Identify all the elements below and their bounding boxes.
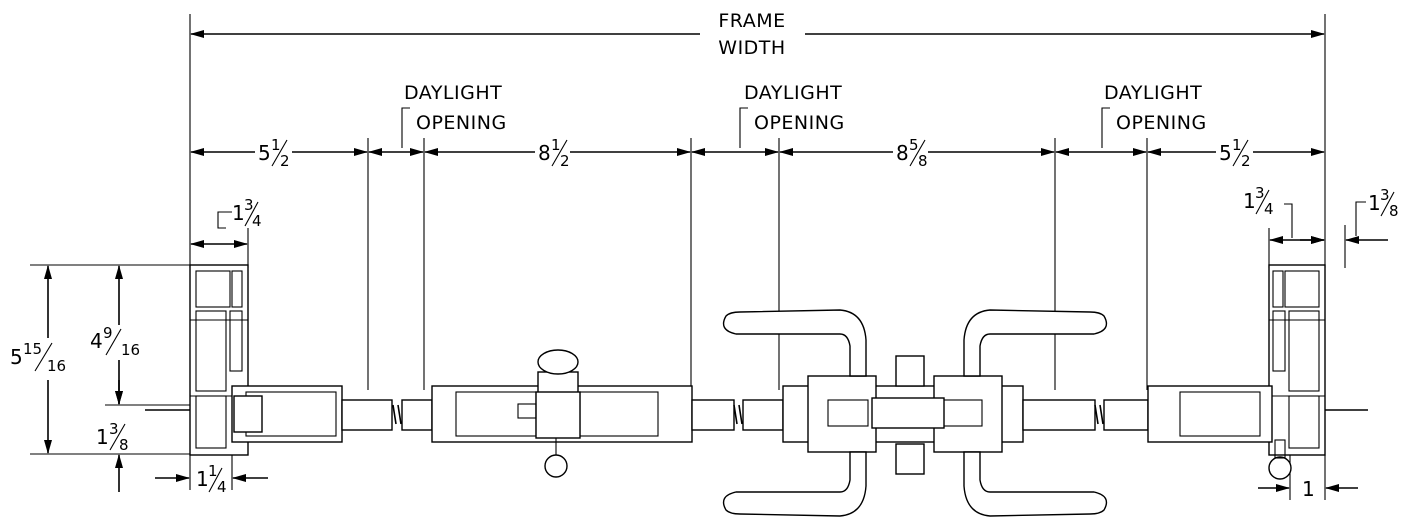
svg-text:DAYLIGHT: DAYLIGHT bbox=[1104, 82, 1202, 104]
svg-text:3: 3 bbox=[109, 420, 119, 438]
dim-right-1-3-4: 1 3 4 bbox=[1243, 184, 1325, 244]
svg-text:4: 4 bbox=[90, 329, 103, 353]
svg-text:5: 5 bbox=[10, 345, 23, 369]
svg-text:3: 3 bbox=[1380, 186, 1390, 204]
svg-text:3: 3 bbox=[1255, 184, 1265, 202]
svg-text:5: 5 bbox=[1219, 141, 1232, 165]
svg-text:1: 1 bbox=[1232, 136, 1242, 154]
daylight-opening-label-right: DAYLIGHT OPENING bbox=[1101, 82, 1207, 148]
svg-text:2: 2 bbox=[1241, 152, 1251, 170]
svg-text:OPENING: OPENING bbox=[754, 112, 845, 134]
dim-mid-8-1-2: 8 1 2 bbox=[538, 136, 570, 170]
dim-mid-8-5-8: 8 5 8 bbox=[896, 136, 928, 170]
dim-left-1-3-4: 1 3 4 bbox=[190, 196, 262, 248]
daylight-opening-label-middle: DAYLIGHT OPENING bbox=[739, 82, 845, 148]
door-profiles bbox=[231, 349, 1273, 478]
frame-width-dimension: FRAME WIDTH bbox=[190, 10, 1325, 59]
dim-right-5-1-2: 5 1 2 bbox=[1219, 136, 1251, 170]
svg-text:1: 1 bbox=[1368, 191, 1381, 215]
svg-text:3: 3 bbox=[244, 196, 254, 214]
svg-text:1: 1 bbox=[1243, 189, 1256, 213]
svg-text:1: 1 bbox=[96, 425, 109, 449]
svg-text:1: 1 bbox=[232, 201, 245, 225]
svg-text:OPENING: OPENING bbox=[1116, 112, 1207, 134]
svg-text:5: 5 bbox=[258, 141, 271, 165]
dim-left-5-1-2: 5 1 2 bbox=[258, 136, 290, 170]
frame-width-label-line2: WIDTH bbox=[718, 37, 785, 59]
dim-height-4-9-16: 4 9 16 bbox=[90, 265, 140, 405]
svg-text:4: 4 bbox=[252, 212, 262, 230]
svg-text:OPENING: OPENING bbox=[416, 112, 507, 134]
lever-handles bbox=[722, 309, 1108, 517]
svg-text:8: 8 bbox=[119, 436, 129, 454]
dim-height-1-3-8: 1 3 8 bbox=[96, 380, 129, 492]
extension-lines bbox=[30, 14, 1346, 500]
svg-text:DAYLIGHT: DAYLIGHT bbox=[744, 82, 842, 104]
svg-text:8: 8 bbox=[918, 152, 928, 170]
dim-right-1-3-8: 1 3 8 bbox=[1300, 186, 1399, 244]
svg-text:16: 16 bbox=[47, 357, 66, 375]
frame-width-label-line1: FRAME bbox=[718, 10, 785, 32]
dim-bottom-1-1-4: 1 1 4 bbox=[155, 462, 268, 496]
svg-text:DAYLIGHT: DAYLIGHT bbox=[404, 82, 502, 104]
top-dimension-row: 5 1 2 8 1 2 8 5 8 bbox=[190, 136, 1325, 170]
svg-text:1: 1 bbox=[1302, 477, 1315, 501]
svg-text:1: 1 bbox=[196, 467, 209, 491]
svg-text:8: 8 bbox=[1389, 202, 1399, 220]
svg-text:8: 8 bbox=[538, 141, 551, 165]
svg-text:15: 15 bbox=[23, 340, 42, 358]
svg-text:1: 1 bbox=[271, 136, 281, 154]
svg-text:4: 4 bbox=[1264, 200, 1274, 218]
svg-text:1: 1 bbox=[551, 136, 561, 154]
svg-text:9: 9 bbox=[103, 324, 113, 342]
svg-text:16: 16 bbox=[121, 341, 140, 359]
right-jamb-frame bbox=[1268, 264, 1368, 480]
dim-height-5-15-16: 5 15 16 bbox=[10, 265, 66, 454]
daylight-opening-label-left: DAYLIGHT OPENING bbox=[401, 82, 507, 148]
dim-bottom-1: 1 bbox=[1258, 477, 1358, 501]
svg-text:1: 1 bbox=[208, 462, 218, 480]
svg-text:8: 8 bbox=[896, 141, 909, 165]
svg-text:5: 5 bbox=[909, 136, 919, 154]
svg-text:2: 2 bbox=[560, 152, 570, 170]
svg-text:2: 2 bbox=[280, 152, 290, 170]
svg-text:4: 4 bbox=[217, 478, 227, 496]
